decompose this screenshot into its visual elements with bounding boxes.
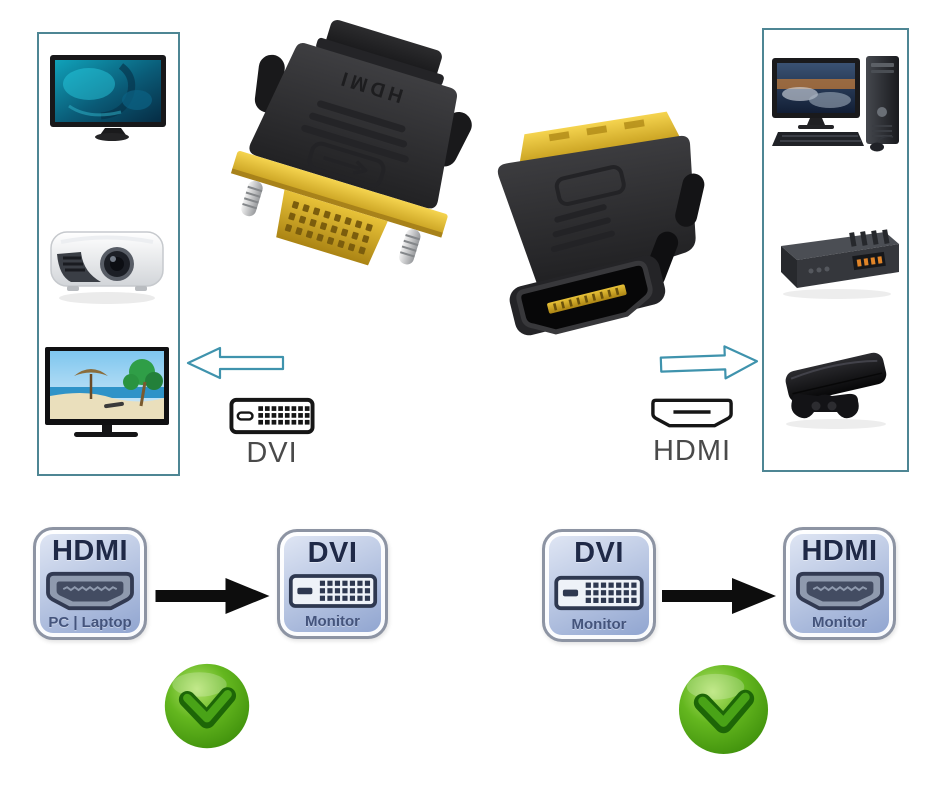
hdmi-port-icon	[46, 571, 134, 610]
badge-dvi-target: DVI Monitor	[277, 529, 388, 639]
badge-hdmi-target: HDMI Monitor	[783, 527, 896, 640]
badge-title: DVI	[574, 537, 624, 569]
set-top-box-image	[781, 229, 899, 299]
badge-title: HDMI	[801, 535, 878, 567]
gaming-monitor-image	[50, 55, 166, 141]
dvi-devices-box	[37, 32, 180, 476]
badge-title: HDMI	[51, 535, 129, 567]
badge-subtitle: Monitor	[812, 614, 867, 631]
hdmi-port-icon	[795, 571, 884, 610]
right-arrow-icon	[659, 345, 759, 380]
green-check-icon	[678, 664, 769, 755]
hdmi-connector-icon	[651, 398, 733, 428]
dvi-connector-icon	[229, 397, 315, 435]
left-arrow-icon	[186, 346, 285, 380]
dvi-port-icon	[554, 575, 644, 610]
green-check-icon	[164, 663, 250, 749]
badge-subtitle: PC | Laptop	[48, 614, 132, 631]
diagram-arrow-icon	[155, 578, 270, 614]
badge-subtitle: Monitor	[305, 613, 360, 630]
game-console-image	[785, 352, 887, 429]
flatscreen-tv-image	[45, 347, 169, 437]
desktop-computer-image	[772, 56, 899, 152]
diagram-arrow-icon	[662, 578, 776, 614]
dvi-label: DVI	[246, 437, 298, 469]
badge-hdmi-source: HDMI PC | Laptop	[33, 527, 147, 640]
hdmi-devices-box	[762, 28, 909, 472]
adapter-hdmi-female-image	[497, 111, 705, 336]
projector-image	[50, 231, 164, 304]
badge-subtitle: Monitor	[571, 616, 627, 633]
hdmi-label: HDMI	[652, 435, 732, 467]
adapter-dvi-male-image: HDMI	[230, 19, 472, 266]
badge-dvi-source: DVI Monitor	[542, 529, 656, 642]
badge-title: DVI	[307, 537, 358, 569]
dvi-port-icon	[288, 574, 377, 608]
